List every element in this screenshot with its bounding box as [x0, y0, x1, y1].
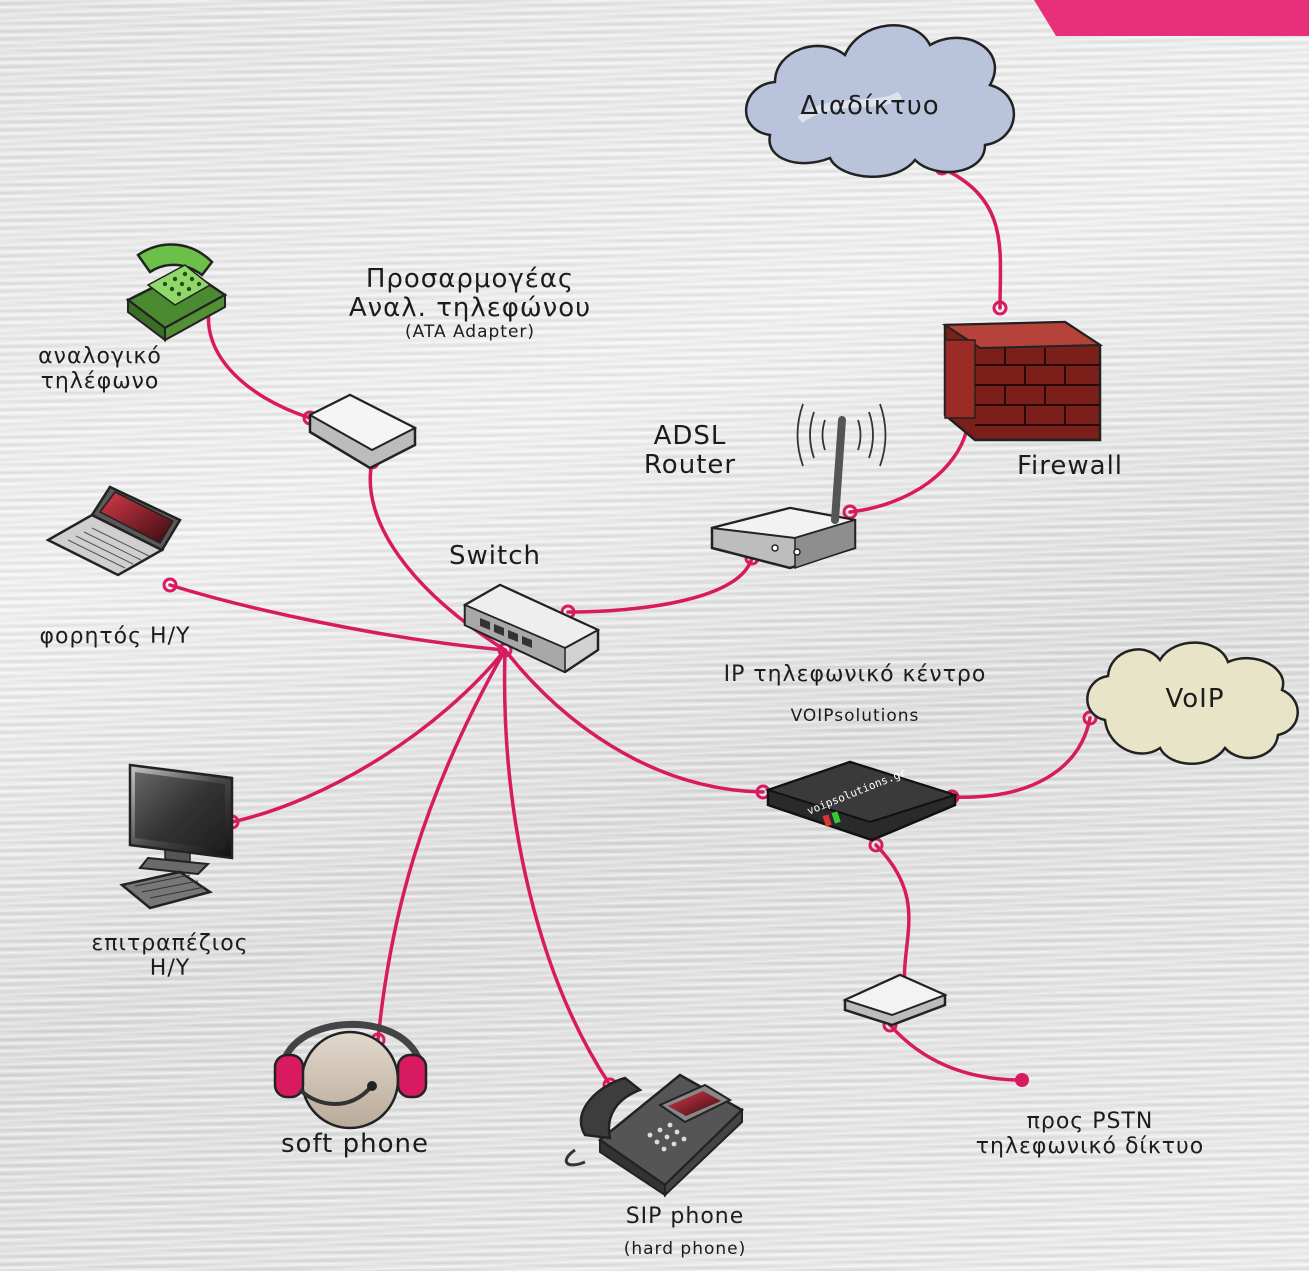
pstn-label-line2: τηλεφωνικό δίκτυο	[975, 1133, 1205, 1159]
cable-switch-softphone	[376, 648, 507, 1042]
firewall-label: Firewall	[1016, 451, 1124, 481]
pstn-endpoint-dot	[1015, 1073, 1029, 1087]
ata-label-line1: Προσαρμογέας	[365, 264, 575, 294]
pbx-sublabel: VOIPsolutions	[790, 706, 920, 726]
analog-phone-label-line1: αναλογικό	[38, 344, 162, 369]
sip-phone-icon	[564, 1073, 745, 1198]
adsl-router-icon	[710, 403, 887, 570]
switch-label: Switch	[449, 541, 541, 571]
ata-label-line2: Αναλ. τηλεφώνου	[348, 293, 592, 324]
pstn-label: προς PSTN τηλεφωνικό δίκτυο	[930, 1109, 1250, 1159]
cable-internet-firewall	[940, 166, 1003, 310]
ata-adapter-icon	[307, 393, 418, 470]
voip-label: VoIP	[1165, 684, 1225, 714]
laptop-label: φορητός Η/Υ	[39, 624, 191, 649]
internet-cloud-icon	[744, 24, 1016, 178]
cable-pbx-ata2	[874, 843, 911, 992]
pstn-label-line1: προς PSTN	[1026, 1109, 1154, 1134]
cable-pbx-voip	[950, 716, 1092, 799]
cables	[168, 166, 1092, 1087]
desktop-computer-icon	[119, 763, 234, 910]
analog-phone-label-line2: τηλέφωνο	[40, 368, 160, 394]
sip-phone-label: SIP phone	[625, 1204, 745, 1229]
cable-switch-laptop	[168, 583, 507, 652]
desktop-label-line2: Η/Υ	[149, 955, 191, 981]
ata-label: Προσαρμογέας Αναλ. τηλεφώνου (ATA Adapte…	[315, 264, 625, 343]
pbx-label: IP τηλεφωνικό κέντρο	[723, 662, 987, 687]
switch-icon	[462, 583, 601, 674]
router-label-line1: ADSL	[653, 421, 727, 451]
desktop-label-line1: επιτραπέζιος	[91, 931, 249, 956]
internet-label: Διαδίκτυο	[800, 91, 940, 121]
cable-ata2-pstn	[888, 1023, 1024, 1082]
pstn-gateway-icon	[842, 973, 948, 1027]
corner-accent-tab	[1034, 0, 1309, 36]
router-label: ADSL Router	[615, 421, 765, 481]
firewall-icon	[941, 320, 1104, 442]
analog-phone-label: αναλογικό τηλέφωνο	[0, 344, 200, 394]
cable-firewall-router	[848, 422, 970, 514]
cable-switch-desktop	[230, 648, 507, 824]
ata-label-line3: (ATA Adapter)	[404, 322, 536, 343]
cable-router-switch	[566, 556, 754, 614]
softphone-label: soft phone	[281, 1129, 429, 1159]
router-label-line2: Router	[643, 450, 737, 481]
cable-switch-sipphone	[502, 648, 612, 1087]
cable-connectors	[162, 160, 1098, 1093]
softphone-headset-icon	[273, 1020, 428, 1130]
laptop-icon	[45, 485, 182, 577]
desktop-label: επιτραπέζιος Η/Υ	[60, 931, 280, 981]
sip-phone-sublabel: (hard phone)	[623, 1239, 747, 1259]
cable-ata-analogphone	[206, 303, 312, 420]
voip-cloud-icon	[1086, 641, 1299, 765]
cable-switch-pbx	[503, 648, 765, 794]
ip-pbx-icon: voipsolutions.gr	[764, 760, 959, 842]
analog-phone-icon	[125, 243, 228, 343]
